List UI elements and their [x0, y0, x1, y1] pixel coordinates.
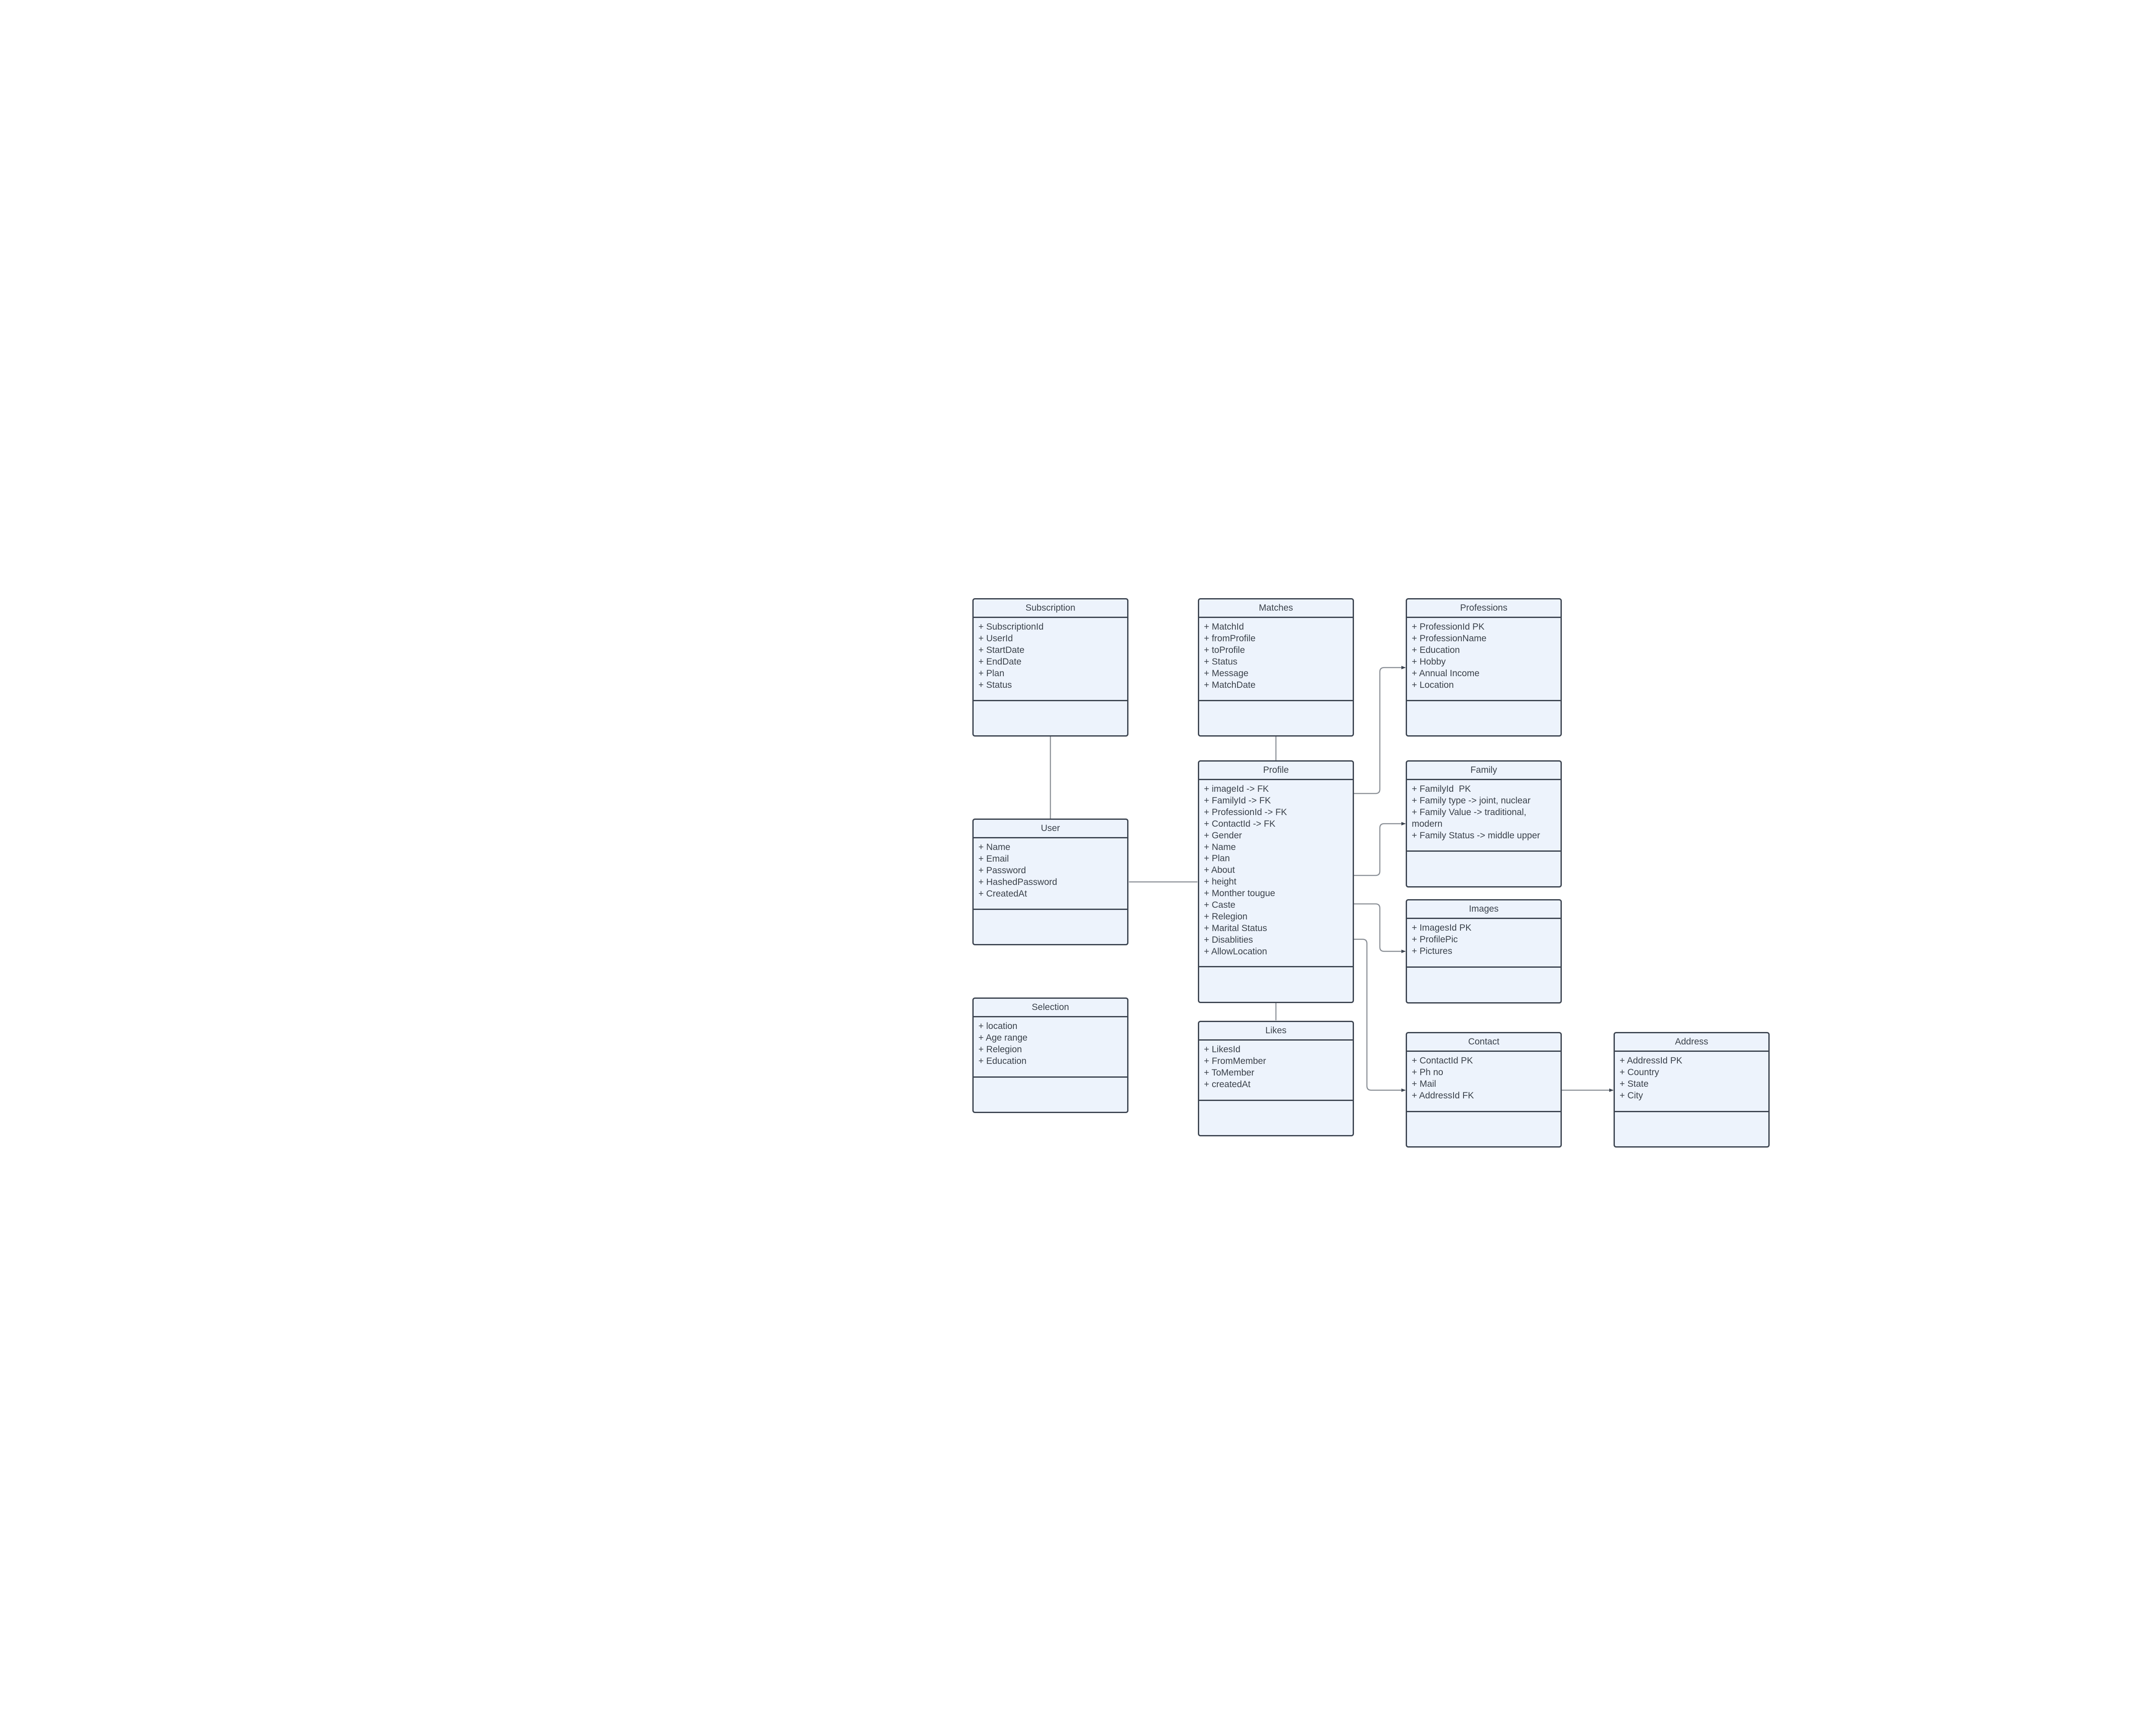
- attribute: + MatchDate: [1204, 680, 1256, 690]
- class-images-title: Images: [1407, 900, 1561, 919]
- class-contact-title: Contact: [1407, 1033, 1561, 1052]
- class-professions-title: Professions: [1407, 599, 1561, 618]
- connector-profile-contact: [1354, 938, 1406, 1092]
- class-user[interactable]: User + Name + Email + Password + HashedP…: [972, 819, 1128, 945]
- attribute: + Annual Income: [1412, 668, 1480, 678]
- attribute: + ProfessionId -> FK: [1204, 807, 1287, 817]
- attribute: + location: [978, 1021, 1018, 1031]
- class-selection[interactable]: Selection + location + Age range + Releg…: [972, 997, 1128, 1113]
- attribute: + Email: [978, 853, 1009, 864]
- attribute: + AllowLocation: [1204, 946, 1267, 957]
- class-profile-title: Profile: [1199, 762, 1353, 780]
- attribute: + imageId -> FK: [1204, 784, 1269, 794]
- attribute: + Hobby: [1412, 656, 1446, 667]
- class-address-attributes: + AddressId PK + Country + State + City: [1615, 1052, 1768, 1112]
- attribute: + MatchId: [1204, 622, 1244, 632]
- attribute: + Plan: [1204, 853, 1230, 864]
- attribute: + LikesId: [1204, 1044, 1241, 1054]
- attribute: + ProfilePic: [1412, 934, 1458, 944]
- attribute: + Family Value -> traditional, modern: [1412, 807, 1529, 829]
- class-images-attributes: + ImagesId PK + ProfilePic + Pictures: [1407, 919, 1561, 968]
- attribute: + Name: [978, 842, 1011, 852]
- class-matches[interactable]: Matches + MatchId + fromProfile + toProf…: [1198, 598, 1354, 737]
- class-matches-title: Matches: [1199, 599, 1353, 618]
- class-subscription[interactable]: Subscription + SubscriptionId + UserId +…: [972, 598, 1128, 737]
- attribute: + Plan: [978, 668, 1005, 678]
- connector-profile-images: [1354, 903, 1406, 953]
- attribute: + Message: [1204, 668, 1249, 678]
- attribute: + Family Status -> middle upper: [1412, 830, 1540, 841]
- attribute: + About: [1204, 865, 1235, 875]
- attribute: + toProfile: [1204, 645, 1245, 655]
- attribute: + Ph no: [1412, 1067, 1443, 1077]
- attribute: + ProfessionName: [1412, 633, 1487, 643]
- class-contact[interactable]: Contact + ContactId PK + Ph no + Mail + …: [1406, 1032, 1562, 1148]
- attribute: + ProfessionId PK: [1412, 622, 1485, 632]
- class-family-title: Family: [1407, 762, 1561, 780]
- attribute: + Password: [978, 865, 1026, 875]
- attribute: + Relegion: [1204, 911, 1247, 922]
- class-selection-attributes: + location + Age range + Relegion + Educ…: [974, 1017, 1127, 1078]
- attribute: + AddressId FK: [1412, 1090, 1474, 1101]
- attribute: + Mail: [1412, 1079, 1436, 1089]
- attribute: + AddressId PK: [1620, 1056, 1683, 1066]
- attribute: + Marital Status: [1204, 923, 1267, 933]
- class-contact-attributes: + ContactId PK + Ph no + Mail + AddressI…: [1407, 1052, 1561, 1112]
- attribute: + City: [1620, 1090, 1643, 1101]
- class-address-title: Address: [1615, 1033, 1768, 1052]
- attribute: + Gender: [1204, 830, 1242, 841]
- attribute: + State: [1620, 1079, 1649, 1089]
- class-user-title: User: [974, 820, 1127, 838]
- class-profile-attributes: + imageId -> FK + FamilyId -> FK + Profe…: [1199, 780, 1353, 967]
- attribute: + CreatedAt: [978, 888, 1027, 899]
- class-professions[interactable]: Professions + ProfessionId PK + Professi…: [1406, 598, 1562, 737]
- attribute: + Caste: [1204, 900, 1235, 910]
- class-family-attributes: + FamilyId PK + Family type -> joint, nu…: [1407, 780, 1561, 852]
- attribute: + Disablities: [1204, 935, 1253, 945]
- attribute: + ImagesId PK: [1412, 923, 1472, 933]
- attribute: + ContactId PK: [1412, 1056, 1473, 1066]
- attribute: + createdAt: [1204, 1079, 1250, 1089]
- attribute: + Name: [1204, 842, 1236, 852]
- connector-profile-family: [1354, 822, 1406, 876]
- attribute: + Pictures: [1412, 946, 1452, 956]
- attribute: + Age range: [978, 1032, 1028, 1043]
- attribute: + ToMember: [1204, 1067, 1254, 1078]
- attribute: + Education: [1412, 645, 1460, 655]
- attribute: + Location: [1412, 680, 1454, 690]
- attribute: + Status: [978, 680, 1012, 690]
- class-user-attributes: + Name + Email + Password + HashedPasswo…: [974, 838, 1127, 910]
- attribute: + HashedPassword: [978, 877, 1057, 887]
- class-subscription-attributes: + SubscriptionId + UserId + StartDate + …: [974, 618, 1127, 701]
- attribute: + Monther tougue: [1204, 888, 1275, 899]
- attribute: + Relegion: [978, 1044, 1022, 1054]
- attribute: + FamilyId PK: [1412, 784, 1471, 794]
- class-images[interactable]: Images + ImagesId PK + ProfilePic + Pict…: [1406, 899, 1562, 1004]
- attribute: + UserId: [978, 633, 1013, 643]
- class-profile[interactable]: Profile + imageId -> FK + FamilyId -> FK…: [1198, 760, 1354, 1003]
- attribute: + Status: [1204, 656, 1238, 667]
- attribute: + EndDate: [978, 656, 1022, 667]
- class-likes-title: Likes: [1199, 1022, 1353, 1041]
- attribute: + StartDate: [978, 645, 1025, 655]
- attribute: + Education: [978, 1056, 1027, 1066]
- class-address[interactable]: Address + AddressId PK + Country + State…: [1614, 1032, 1770, 1148]
- attribute: + SubscriptionId: [978, 622, 1044, 632]
- class-professions-attributes: + ProfessionId PK + ProfessionName + Edu…: [1407, 618, 1561, 701]
- class-likes-attributes: + LikesId + FromMember + ToMember + crea…: [1199, 1041, 1353, 1101]
- attribute: + FromMember: [1204, 1056, 1266, 1066]
- attribute: + Country: [1620, 1067, 1659, 1077]
- attribute: + height: [1204, 877, 1237, 887]
- class-subscription-title: Subscription: [974, 599, 1127, 618]
- class-matches-attributes: + MatchId + fromProfile + toProfile + St…: [1199, 618, 1353, 701]
- attribute: + fromProfile: [1204, 633, 1256, 643]
- attribute: + FamilyId -> FK: [1204, 795, 1271, 806]
- class-likes[interactable]: Likes + LikesId + FromMember + ToMember …: [1198, 1021, 1354, 1136]
- attribute: + Family type -> joint, nuclear: [1412, 795, 1531, 806]
- attribute: + ContactId -> FK: [1204, 819, 1275, 829]
- class-family[interactable]: Family + FamilyId PK + Family type -> jo…: [1406, 760, 1562, 888]
- class-selection-title: Selection: [974, 999, 1127, 1017]
- connector-profile-professions: [1354, 666, 1406, 794]
